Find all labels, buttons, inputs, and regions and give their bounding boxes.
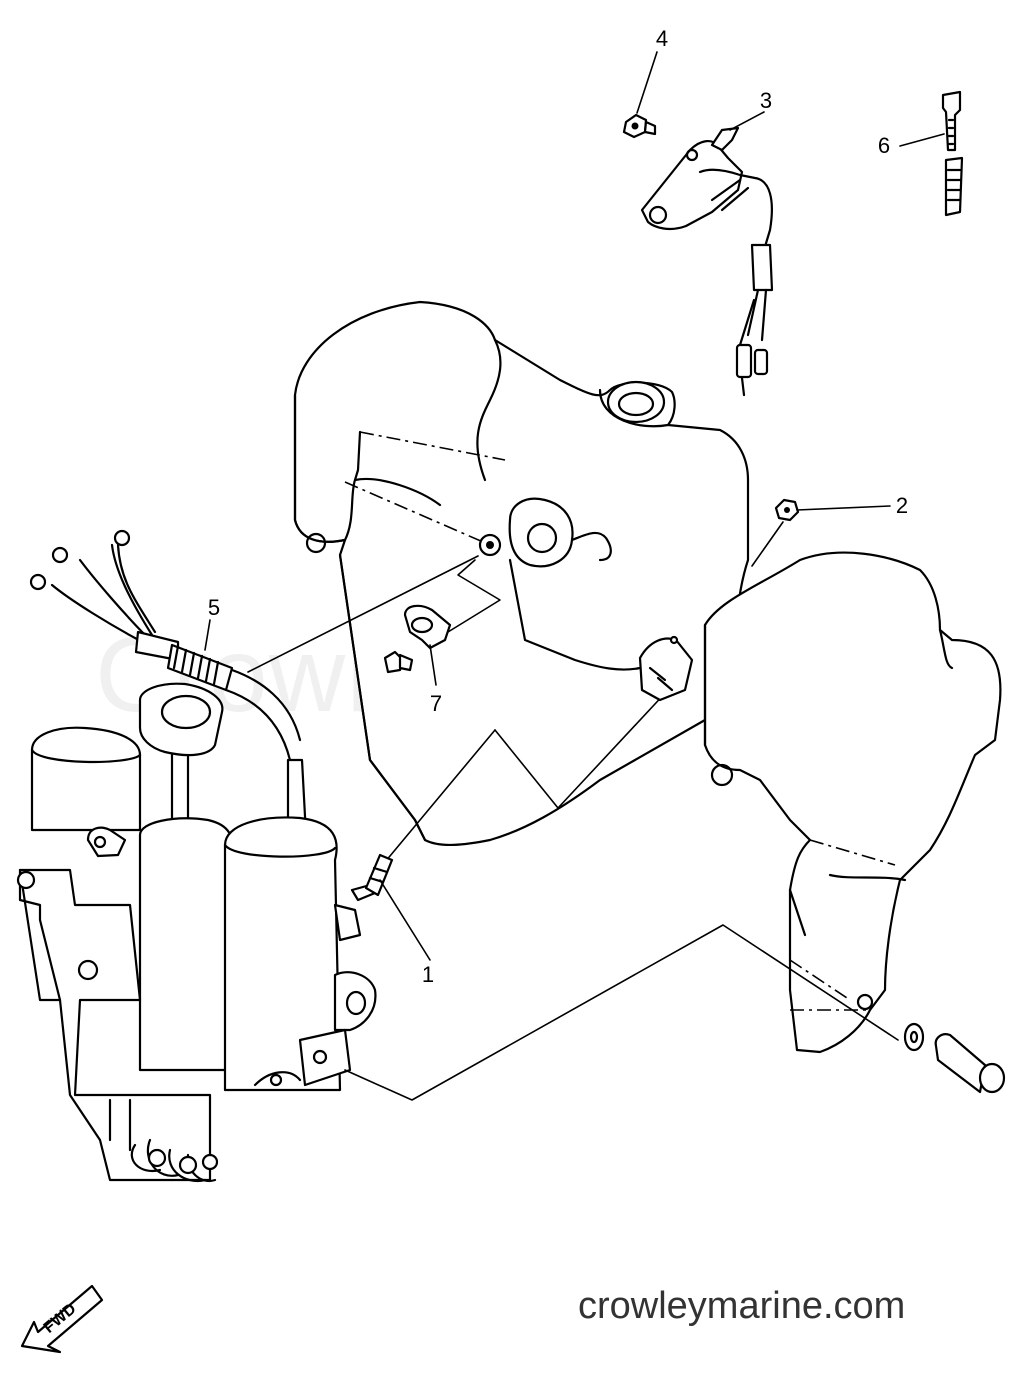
callout-4: 4 [656, 26, 668, 51]
callout-2: 2 [896, 493, 908, 518]
callout-1: 1 [422, 962, 434, 987]
item-5-wire-harness-drawing [29, 529, 316, 850]
callout-6: 6 [878, 133, 890, 158]
callout-3: 3 [760, 88, 772, 113]
item-4-bolt-drawing [622, 51, 658, 139]
callout-5: 5 [208, 595, 220, 620]
item-2-nut-drawing [751, 498, 800, 567]
swivel-bracket-drawing [247, 300, 750, 847]
pivot-bolt-drawing [903, 1022, 1006, 1094]
site-url-text: crowleymarine.com [578, 1285, 906, 1327]
power-trim-unit-drawing [16, 682, 377, 1183]
item-7-clamp-drawing [383, 604, 452, 686]
item-6-cable-tie-drawing [899, 90, 964, 217]
item-3-trim-sensor-drawing [640, 126, 774, 397]
callout-7: 7 [430, 691, 442, 716]
item-1-screw-drawing [350, 853, 431, 961]
assembly-lines [344, 729, 899, 1101]
clamp-bracket-drawing [638, 551, 1002, 1054]
fwd-arrow-icon: FWD [20, 1284, 104, 1354]
